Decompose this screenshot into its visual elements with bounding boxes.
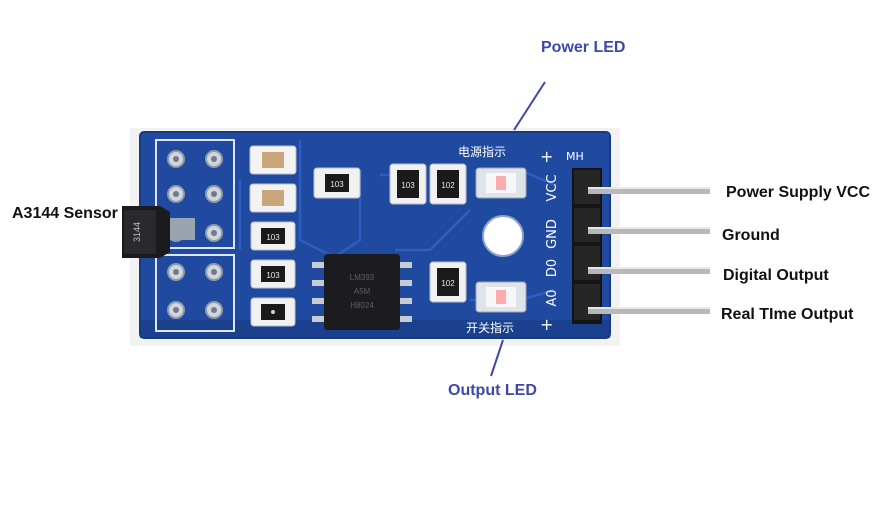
resistor-r4-code: 103 [330,180,344,189]
silk-pin-vcc: VCC [545,174,560,201]
silk-pin-gnd: GND [545,219,560,249]
resistors: 103 103 103 103 102 [250,163,467,327]
silk-plus-bottom: + [540,315,553,334]
resistor-r7-code: 102 [441,279,455,288]
output-led-callout-line [490,339,504,377]
silk-switch-indicator: 开关指示 [466,320,514,335]
real-time-output-pin-label: Real TIme Output [721,306,854,323]
capacitors [249,145,297,213]
pin-gnd [588,227,710,234]
ic-marking-line3: H8024 [350,301,374,310]
silk-pin-d0: D0 [545,259,560,277]
header-pins [588,187,710,314]
digital-output-pin-label: Digital Output [723,267,829,284]
ground-pin-label: Ground [722,227,780,244]
vcc-pin-label: Power Supply VCC [726,184,871,201]
pin-do [588,267,710,274]
pin-ao [588,307,710,314]
resistor-r7: 102 [429,261,467,303]
silk-pin-a0: A0 [545,289,560,306]
power-led-callout-line [513,81,546,131]
resistor-r3 [250,297,296,327]
sensor-marking: 3144 [132,222,142,242]
resistor-r1: 103 [250,221,296,251]
pin-vcc [588,187,710,194]
left-header-outline [155,139,235,332]
sensor-label: A3144 Sensor [12,205,118,222]
resistor-r6: 102 [429,163,467,205]
resistor-r2-code: 103 [266,271,280,280]
silk-plus-top: + [540,147,553,166]
mounting-hole [482,215,524,257]
resistor-r4: 103 [313,167,361,199]
ic-marking-line2: A5M [354,287,371,296]
resistor-r6-code: 102 [441,181,455,190]
silk-mh: MH [566,150,584,163]
output-led [475,281,527,313]
a3144-sensor: 3144 [122,206,195,258]
resistor-r5-code: 103 [401,181,415,190]
output-led-label: Output LED [448,382,537,399]
lm393-chip: LM393 A5M H8024 [312,254,412,330]
resistor-r1-code: 103 [266,233,280,242]
resistor-r5: 103 [389,163,427,205]
silk-power-indicator: 电源指示 [458,144,506,159]
resistor-r2: 103 [250,259,296,289]
ic-marking-line1: LM393 [350,273,375,282]
silkscreen: 电源指示 开关指示 + + MH VCC GND D0 A0 [458,144,584,335]
power-led [475,167,527,199]
power-led-label: Power LED [541,39,626,56]
